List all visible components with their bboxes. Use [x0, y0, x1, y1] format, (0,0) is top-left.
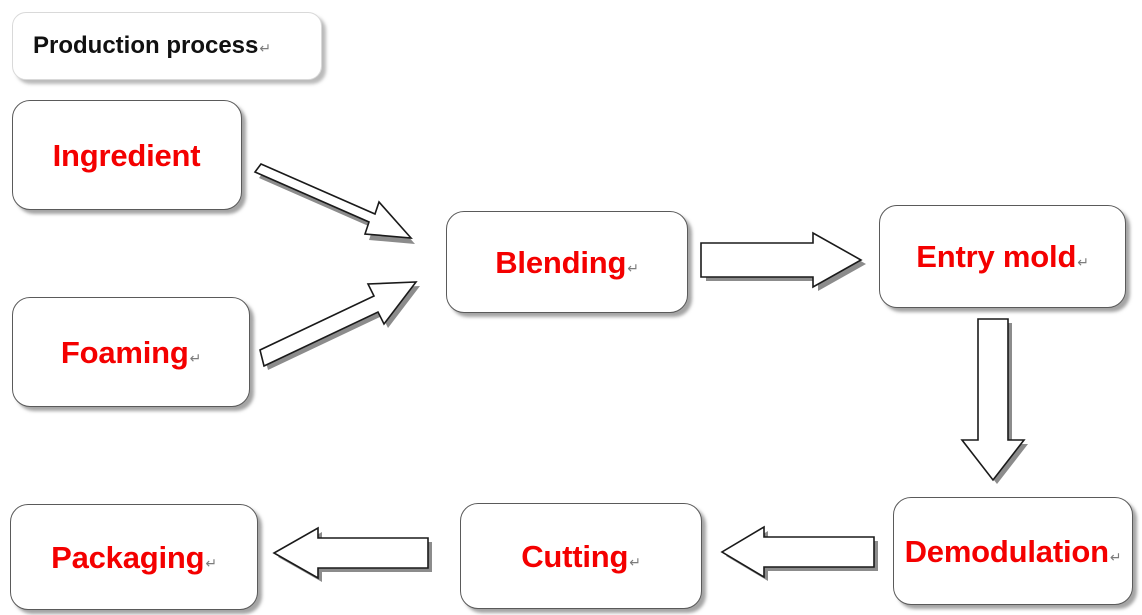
pilcrow-mark: ↵ [1077, 254, 1089, 270]
arrow-demodulation-to-cutting [718, 525, 888, 587]
arrow-cutting-to-packaging [266, 524, 442, 588]
pilcrow-mark: ↵ [259, 40, 272, 56]
node-label-cutting: Cutting↵ [521, 538, 641, 574]
pilcrow-mark: ↵ [1109, 548, 1122, 565]
arrow-ingredient-to-blending [250, 158, 450, 268]
arrow-blending-to-entry-mold [700, 231, 880, 295]
node-entry-mold[interactable]: Entry mold↵ [879, 205, 1126, 308]
arrow-entry-mold-to-demodulation [960, 318, 1048, 490]
node-demodulation[interactable]: Demodulation↵ [893, 497, 1133, 605]
node-blending[interactable]: Blending↵ [446, 211, 688, 313]
node-label-entry-mold: Entry mold↵ [916, 239, 1089, 274]
title-box: Production process↵ [12, 12, 322, 80]
node-label-blending: Blending↵ [495, 244, 639, 280]
node-cutting[interactable]: Cutting↵ [460, 503, 702, 609]
arrow-foaming-to-blending [258, 268, 458, 378]
node-foaming[interactable]: Foaming↵ [12, 297, 250, 407]
pilcrow-mark: ↵ [627, 259, 639, 276]
node-packaging[interactable]: Packaging↵ [10, 504, 258, 610]
node-label-foaming: Foaming↵ [60, 334, 202, 370]
node-label-packaging: Packaging↵ [51, 539, 217, 575]
pilcrow-mark: ↵ [629, 553, 641, 570]
pilcrow-mark: ↵ [189, 349, 202, 366]
node-label-demodulation: Demodulation↵ [904, 533, 1122, 569]
node-label-ingredient: Ingredient [52, 137, 201, 173]
pilcrow-mark: ↵ [205, 554, 217, 571]
title-text: Production process↵ [33, 32, 272, 59]
node-ingredient[interactable]: Ingredient [12, 100, 242, 210]
